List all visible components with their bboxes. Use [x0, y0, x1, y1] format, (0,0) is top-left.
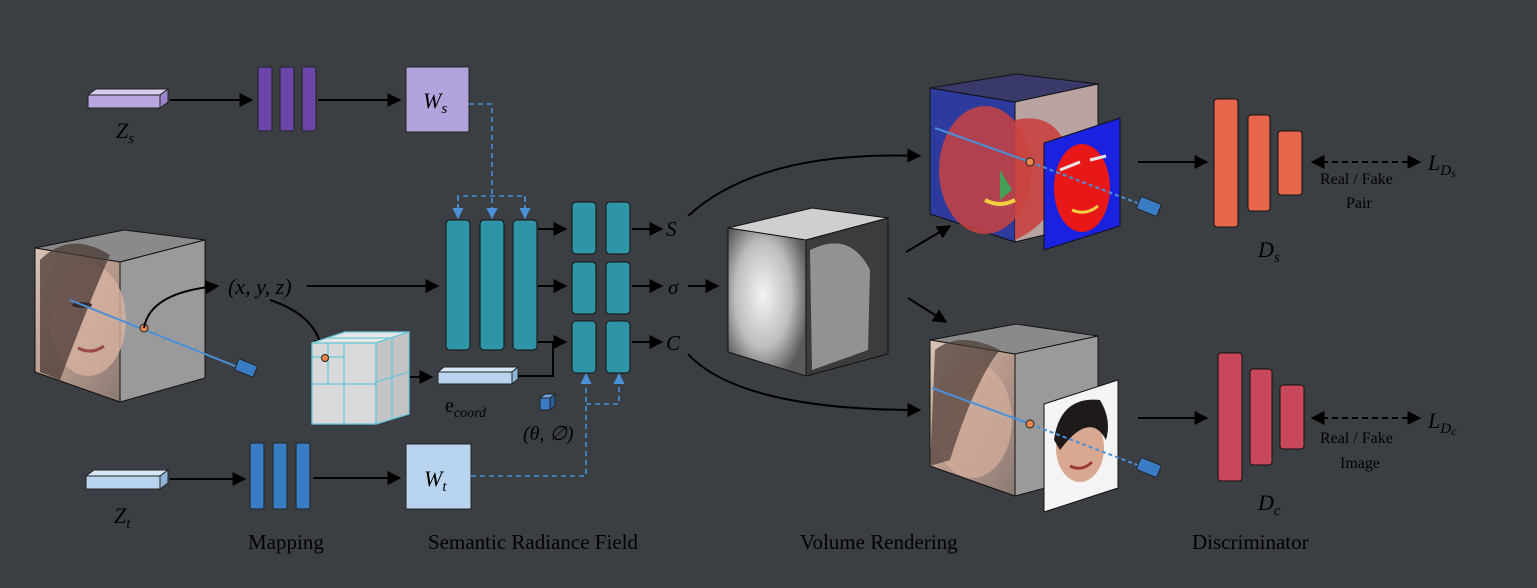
output-sigma-label: σ [668, 275, 680, 299]
zt-label: Zt [114, 503, 131, 532]
coordinate-grid-cube [311, 331, 410, 425]
real-fake-pair-line1: Real / Fake [1320, 171, 1393, 188]
ws-label: Ws [423, 88, 447, 117]
real-fake-pair-line2: Pair [1346, 195, 1372, 212]
rendered-face-image [1043, 379, 1119, 513]
semantic-camera-ray [934, 127, 1162, 217]
section-discriminator: Discriminator [1192, 530, 1309, 554]
radiance-shared-layers [445, 219, 538, 351]
section-mapping: Mapping [248, 530, 324, 554]
output-c-label: C [666, 331, 681, 355]
discriminator-s [1213, 98, 1303, 228]
color-camera-ray [931, 387, 1162, 478]
dc-label: Dc [1257, 490, 1281, 519]
discriminator-c [1217, 352, 1305, 482]
arrow-volume-semantic [905, 225, 952, 253]
radiance-heads [571, 201, 631, 374]
arrow-point-to-xyz [143, 280, 220, 329]
input-face-cube [34, 229, 206, 403]
zs-label: Zs [116, 118, 134, 147]
arrow-s-semantic [687, 148, 922, 217]
xyz-label: (x, y, z) [228, 274, 292, 299]
wt-label: Wt [424, 466, 447, 495]
real-fake-image-line1: Real / Fake [1320, 430, 1393, 447]
arrow-c-color [687, 353, 922, 417]
view-direction-block [538, 392, 557, 412]
mapping-network-s [257, 66, 317, 132]
mapping-network-t [249, 442, 311, 510]
view-label: (θ, ∅) [523, 423, 574, 445]
latent-zt-block [84, 469, 170, 490]
ds-label: Ds [1257, 237, 1280, 266]
real-fake-image-line2: Image [1340, 455, 1380, 472]
wt-dashed-connectors [471, 372, 625, 477]
ws-dashed-connectors [452, 103, 531, 220]
section-volume: Volume Rendering [800, 530, 958, 554]
coord-embedding-block [436, 365, 520, 386]
latent-zs-block [86, 88, 170, 109]
line-coord-field [518, 343, 554, 377]
ws-box [405, 66, 470, 133]
loss-dc-label: LDc [1427, 408, 1457, 438]
output-s-label: S [666, 217, 677, 241]
density-cube [727, 207, 889, 377]
semantic-map-image [1043, 117, 1121, 251]
coord-label: ecoord [445, 395, 487, 421]
input-camera-ray [69, 299, 258, 378]
loss-ds-label: LDs [1427, 150, 1456, 180]
section-radiance: Semantic Radiance Field [428, 530, 638, 554]
arrow-volume-color [907, 297, 948, 323]
